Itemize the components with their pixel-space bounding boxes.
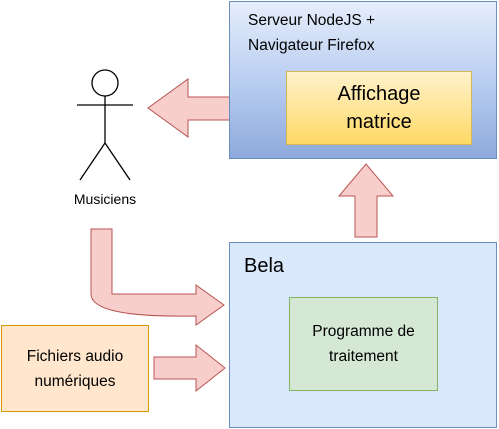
arrow-bela-to-server [337, 163, 395, 238]
person-icon [77, 69, 133, 181]
bela-label: Bela [244, 255, 285, 277]
display-box: Affichage matrice [286, 71, 472, 145]
arrow-audio-to-bela [153, 343, 226, 393]
program-box: Programme de traitement [289, 297, 438, 391]
audio-box: Fichiers audio numériques [1, 325, 149, 412]
arrow-musicians-to-bela [90, 228, 225, 326]
server-label: Serveur NodeJS + Navigateur Firefox [248, 12, 376, 54]
musicians-label: Musiciens [73, 191, 137, 207]
